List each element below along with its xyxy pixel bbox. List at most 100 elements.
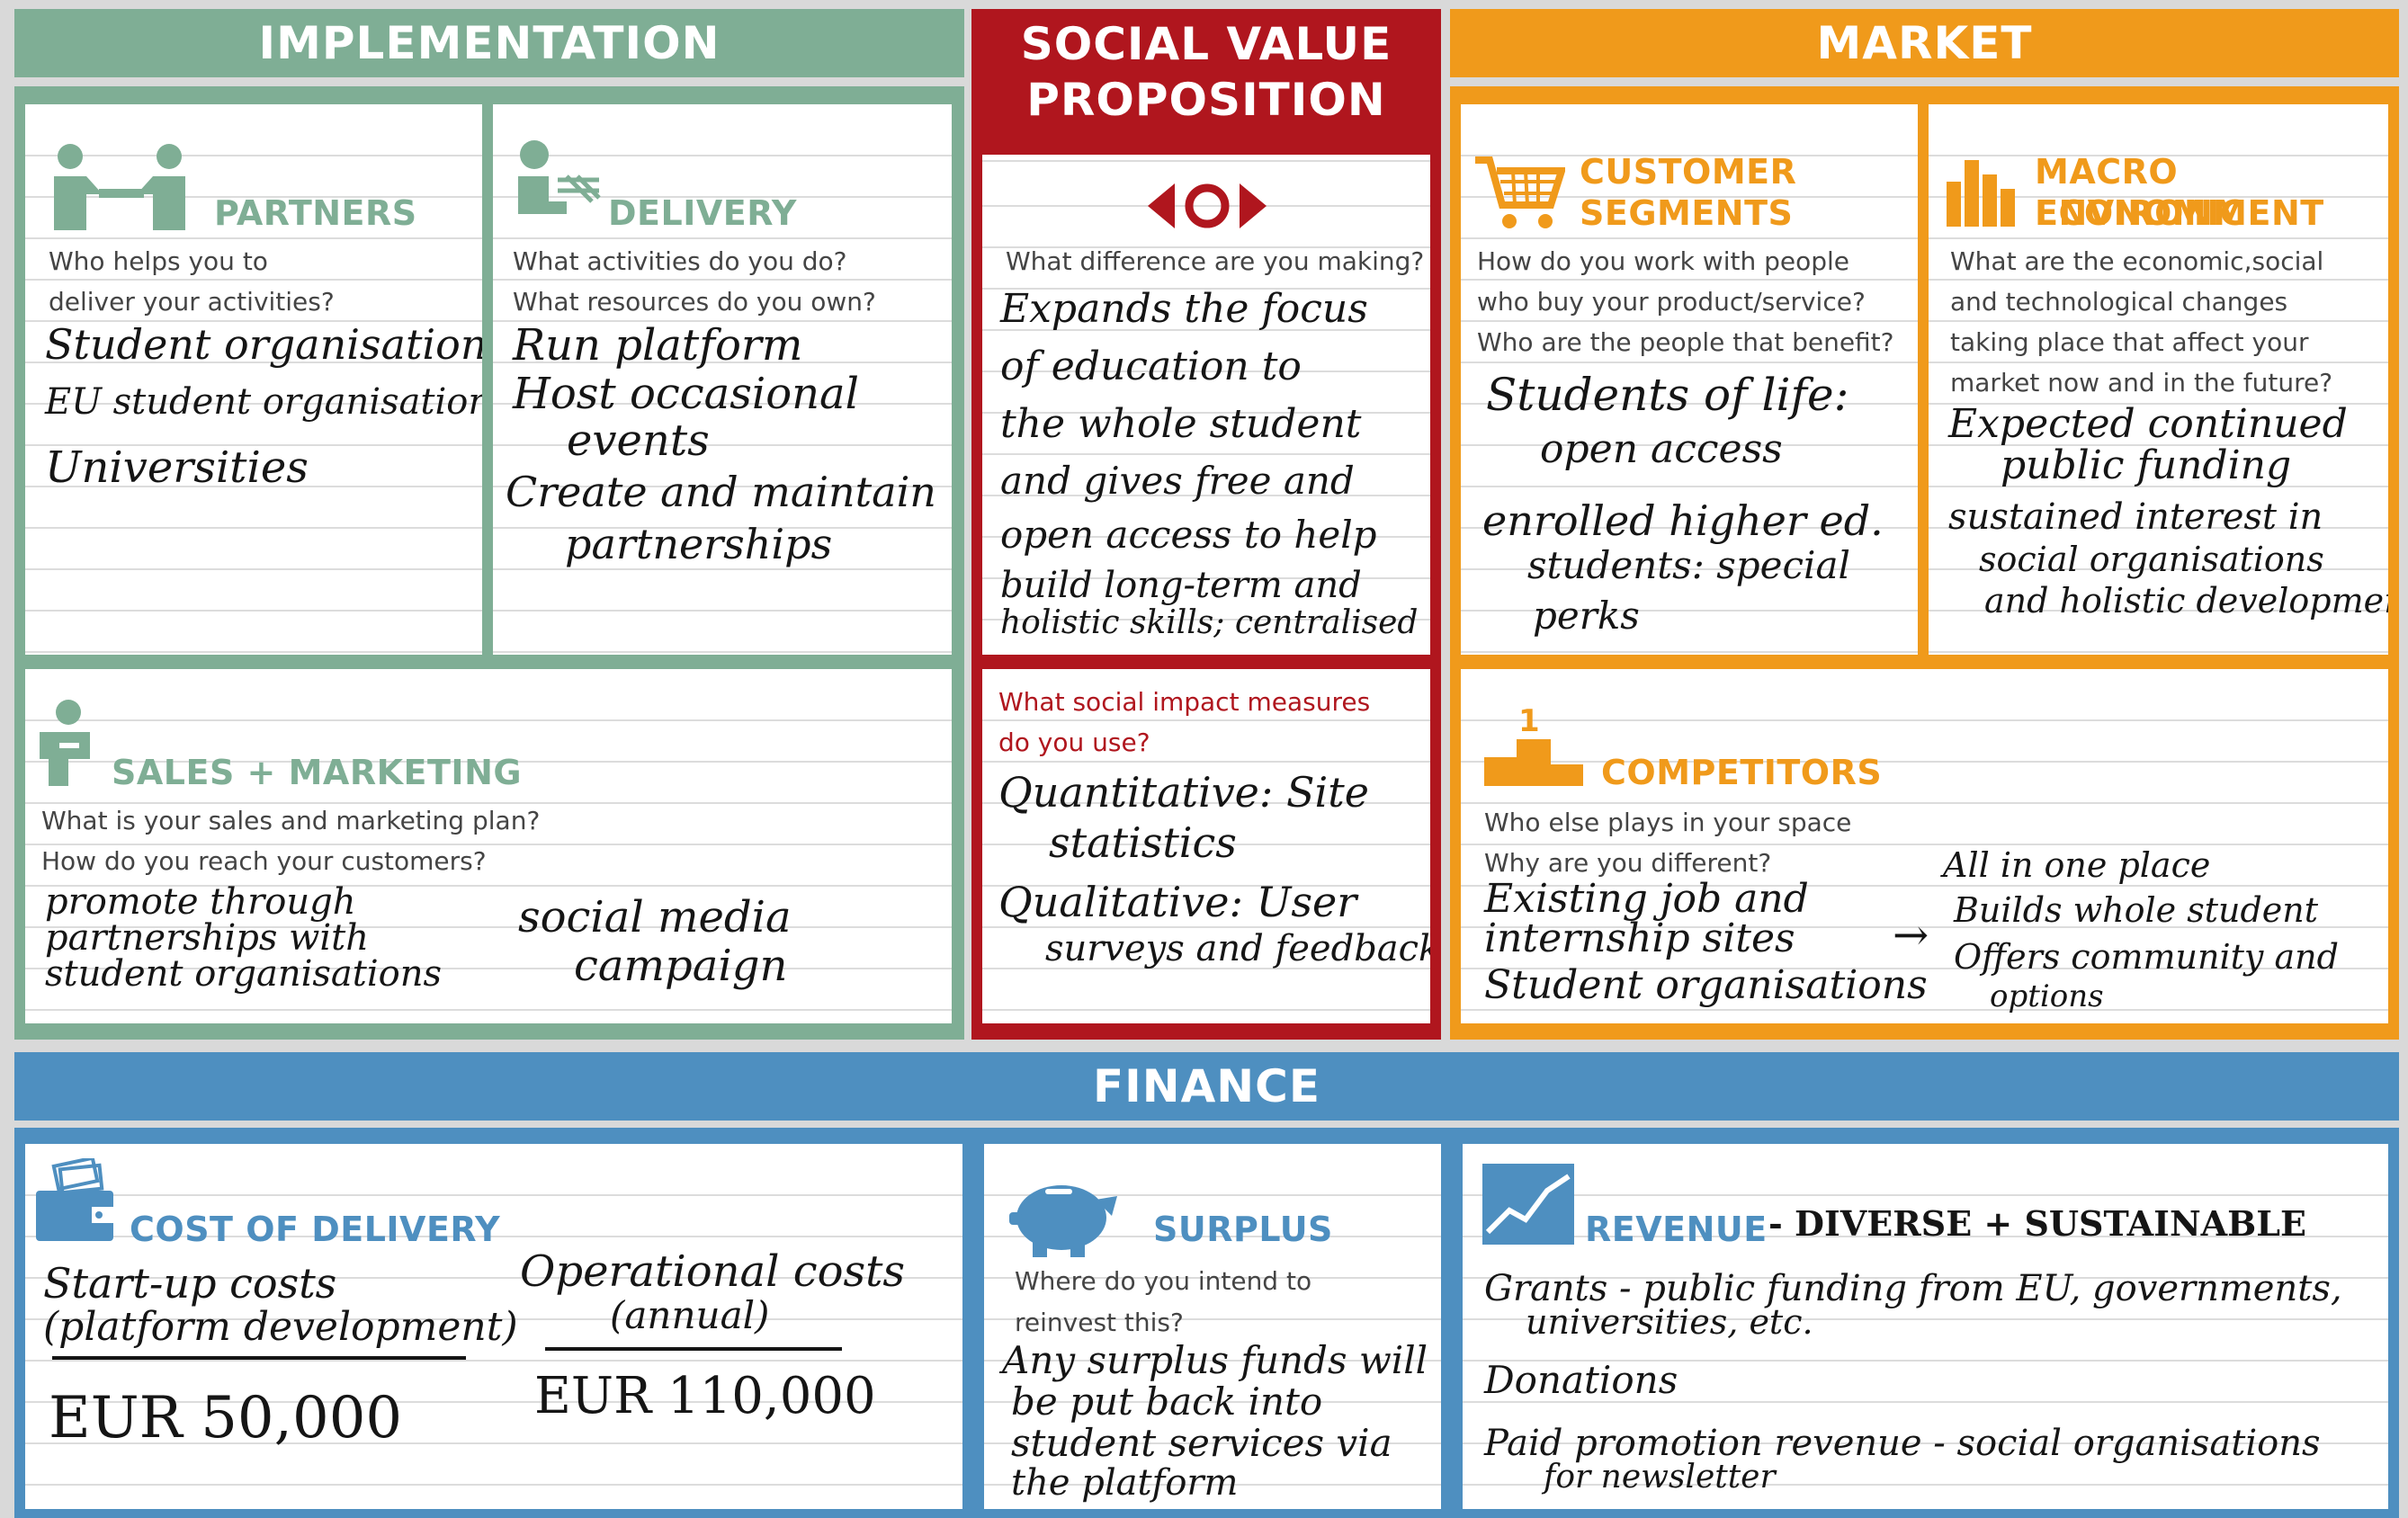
customer-question-1: How do you work with people xyxy=(1477,246,1850,276)
competitors-answer-5: Builds whole student xyxy=(1954,890,2319,930)
macro-economic-box: MACRO ECONOMIC ENVIRONMENT What are the … xyxy=(1929,104,2388,655)
svp-header-line2: PROPOSITION xyxy=(1026,74,1386,126)
revenue-subtitle: - DIVERSE + SUSTAINABLE xyxy=(1768,1203,2306,1244)
partners-question-1: Who helps you to xyxy=(49,246,268,276)
macro-question-2: and technological changes xyxy=(1950,287,2288,317)
implementation-header-text: IMPLEMENTATION xyxy=(258,17,721,69)
svp-question: What difference are you making? xyxy=(1006,246,1425,276)
two-way-arrow-icon xyxy=(1148,183,1267,228)
partners-question-2: deliver your activities? xyxy=(49,287,335,317)
sales-marketing-icon xyxy=(40,700,90,786)
delivery-title: DELIVERY xyxy=(608,193,797,233)
cost-answer-3: EUR 50,000 xyxy=(49,1385,403,1451)
delivery-answer-1: Run platform xyxy=(513,320,803,371)
competitors-title: COMPETITORS xyxy=(1601,753,1883,792)
sales-marketing-title: SALES + MARKETING xyxy=(112,753,523,792)
cost-of-delivery-title: COST OF DELIVERY xyxy=(130,1210,501,1249)
surplus-answer-3: student services via xyxy=(1011,1421,1392,1465)
partners-icon xyxy=(54,144,185,230)
macro-question-4: market now and in the future? xyxy=(1950,368,2333,397)
customer-answer-4: students: special xyxy=(1527,543,1850,587)
sales-answer-5: campaign xyxy=(574,941,788,991)
partners-answer-1: Student organisations xyxy=(45,320,482,369)
cost-answer-5: (annual) xyxy=(610,1293,770,1337)
svp-answer-3: the whole student xyxy=(1000,401,1362,447)
delivery-answer-4: Create and maintain xyxy=(506,468,936,516)
impact-answer-3: Qualitative: User xyxy=(998,878,1357,926)
partners-title: PARTNERS xyxy=(214,193,417,233)
competitors-answer-3: Student organisations xyxy=(1484,962,1928,1008)
customer-answer-2: open access xyxy=(1540,426,1783,472)
svp-answer-4: and gives free and xyxy=(1000,459,1355,503)
revenue-answer-4: Paid promotion revenue - social organisa… xyxy=(1484,1423,2321,1464)
delivery-answer-5: partnerships xyxy=(565,520,833,568)
impact-answer-1: Quantitative: Site xyxy=(998,768,1369,817)
sales-marketing-box: SALES + MARKETING What is your sales and… xyxy=(25,669,952,1023)
customer-segments-title-1: CUSTOMER xyxy=(1580,152,1797,192)
revenue-answer-5: for newsletter xyxy=(1544,1459,1776,1496)
customer-answer-5: perks xyxy=(1533,594,1640,638)
market-header-text: MARKET xyxy=(1816,17,2033,69)
macro-answer-3: sustained interest in xyxy=(1948,496,2323,538)
sales-answer-1: promote through xyxy=(45,881,356,923)
social-value-proposition-header: SOCIAL VALUE PROPOSITION xyxy=(971,9,1441,135)
surplus-answer-4: the platform xyxy=(1011,1462,1239,1504)
competitors-answer-2: internship sites xyxy=(1484,915,1795,961)
cost-of-delivery-box: COST OF DELIVERY Start-up costs (platfor… xyxy=(25,1144,962,1509)
cost-underline-1 xyxy=(52,1356,466,1360)
competitors-arrow: → xyxy=(1893,910,1929,960)
svp-difference-box: What difference are you making? Expands … xyxy=(982,155,1430,655)
cost-answer-1: Start-up costs xyxy=(43,1259,337,1308)
implementation-header: IMPLEMENTATION xyxy=(14,9,964,77)
customer-segments-box: CUSTOMER SEGMENTS How do you work with p… xyxy=(1461,104,1918,655)
cost-answer-2: (platform development) xyxy=(43,1304,518,1350)
competitors-answer-7: options xyxy=(1990,978,2104,1014)
market-header: MARKET xyxy=(1450,9,2399,77)
macro-question-1: What are the economic,social xyxy=(1950,246,2324,276)
partners-answer-2: EU student organisations xyxy=(45,381,482,423)
surplus-answer-2: be put back into xyxy=(1011,1380,1323,1424)
competitors-box: 1 COMPETITORS Who else plays in your spa… xyxy=(1461,669,2388,1023)
delivery-question-1: What activities do you do? xyxy=(513,246,847,276)
bar-chart-icon xyxy=(1947,160,2015,227)
competitors-question-2: Why are you different? xyxy=(1484,848,1772,878)
cost-underline-2 xyxy=(545,1347,842,1351)
piggy-bank-icon xyxy=(1009,1185,1117,1257)
impact-answer-4: surveys and feedback xyxy=(1045,928,1430,969)
delivery-answer-3: events xyxy=(567,415,710,466)
surplus-question-1: Where do you intend to xyxy=(1015,1266,1312,1296)
svp-answer-6: build long-term and xyxy=(1000,565,1362,606)
svp-answer-7: holistic skills; centralised xyxy=(1000,604,1419,641)
surplus-question-2: reinvest this? xyxy=(1015,1308,1184,1337)
revenue-box: REVENUE - DIVERSE + SUSTAINABLE Grants -… xyxy=(1463,1144,2388,1509)
delivery-question-2: What resources do you own? xyxy=(513,287,876,317)
customer-question-2: who buy your product/service? xyxy=(1477,287,1866,317)
podium-number: 1 xyxy=(1518,703,1540,739)
sales-question-2: How do you reach your customers? xyxy=(41,846,487,876)
revenue-answer-1: Grants - public funding from EU, governm… xyxy=(1484,1268,2342,1309)
macro-economic-title-1: MACRO ECONOMIC xyxy=(2035,152,2246,233)
surplus-box: SURPLUS Where do you intend to reinvest … xyxy=(984,1144,1441,1509)
revenue-title: REVENUE xyxy=(1585,1210,1768,1249)
customer-answer-1: Students of life: xyxy=(1486,369,1849,421)
sales-answer-4: social media xyxy=(518,892,792,942)
revenue-answer-3: Donations xyxy=(1484,1358,1678,1402)
sales-answer-2: partnerships with xyxy=(45,917,369,959)
competitors-answer-1: Existing job and xyxy=(1484,876,1809,922)
surplus-answer-1: Any surplus funds will xyxy=(1002,1338,1428,1382)
macro-answer-5: and holistic development xyxy=(1984,581,2388,621)
line-chart-icon xyxy=(1482,1164,1574,1245)
surplus-title: SURPLUS xyxy=(1153,1210,1333,1249)
svp-answer-5: open access to help xyxy=(1000,513,1377,557)
customer-segments-title-2: SEGMENTS xyxy=(1580,193,1794,233)
delivery-box: DELIVERY What activities do you do? What… xyxy=(493,104,952,655)
customer-question-3: Who are the people that benefit? xyxy=(1477,327,1894,357)
sales-question-1: What is your sales and marketing plan? xyxy=(41,806,541,835)
customer-answer-3: enrolled higher ed. xyxy=(1482,496,1884,545)
svp-answer-1: Expands the focus xyxy=(1000,286,1368,332)
wallet-icon xyxy=(36,1158,113,1241)
partners-answer-3: Universities xyxy=(45,442,309,493)
impact-answer-2: statistics xyxy=(1049,818,1237,867)
macro-question-3: taking place that affect your xyxy=(1950,327,2309,357)
macro-answer-4: social organisations xyxy=(1979,540,2324,579)
